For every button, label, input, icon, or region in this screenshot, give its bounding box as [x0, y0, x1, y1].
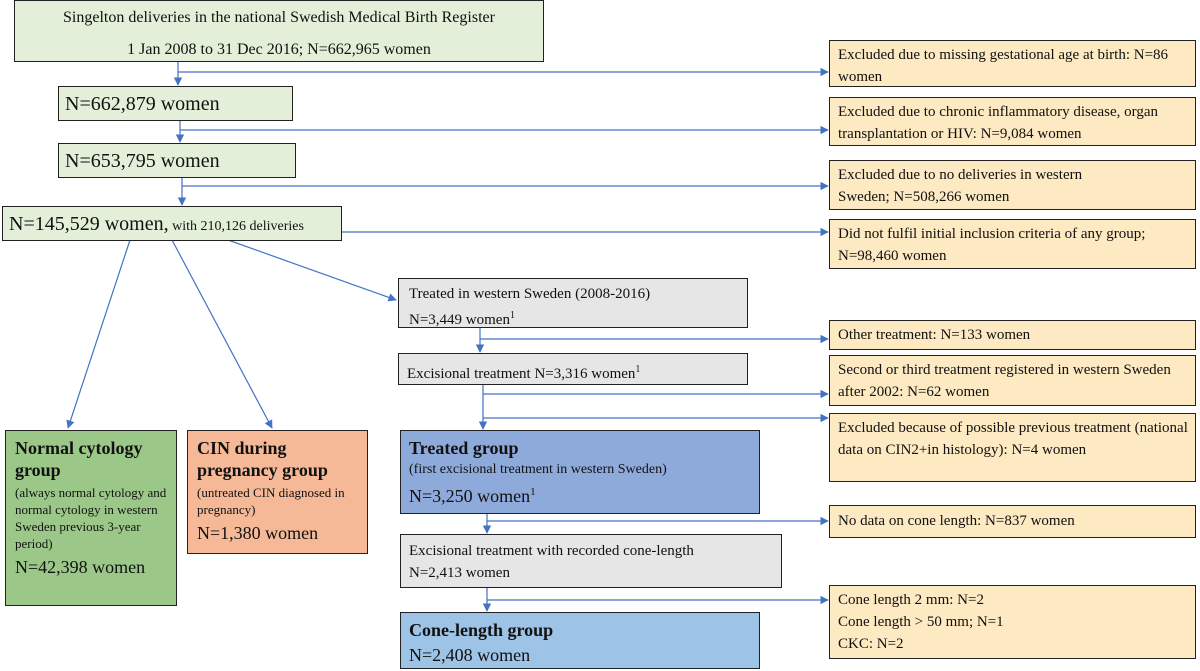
normal-group-count: N=42,398 women — [15, 557, 146, 577]
start-line2: 1 Jan 2008 to 31 Dec 2016; N=662,965 wom… — [127, 41, 431, 58]
ex9-line3: CKC: N=2 — [838, 636, 904, 652]
cone-group-count: N=2,408 women — [409, 645, 531, 665]
treated-box: Treated in western Sweden (2008-2016) N=… — [398, 278, 748, 328]
normal-group-title: Normal cytology group — [15, 438, 143, 480]
normal-cytology-group-box: Normal cytology group (always normal cyt… — [5, 430, 177, 606]
step2-box: N=653,795 women — [58, 143, 296, 178]
ex9-line1: Cone length 2 mm: N=2 — [838, 592, 984, 608]
cone-recorded-line1: Excisional treatment with recorded cone-… — [409, 543, 694, 559]
step1-box: N=662,879 women — [58, 86, 293, 121]
cin-group-count: N=1,380 women — [197, 523, 319, 543]
arrow-to-treated — [227, 239, 397, 302]
exclusion-previous-treatment: Excluded because of possible previous tr… — [829, 413, 1196, 482]
exclusion-no-western-deliveries: Excluded due to no deliveries in western… — [829, 160, 1196, 210]
treated-group-subtitle: (first excisional treatment in western S… — [409, 462, 667, 477]
step3-box: N=145,529 women, with 210,126 deliveries — [2, 206, 342, 241]
exclusion-no-cone-length: No data on cone length: N=837 women — [829, 505, 1196, 538]
normal-group-desc: (always normal cytology and normal cytol… — [15, 485, 167, 551]
treated-group-title: Treated group — [409, 438, 519, 458]
excisional-box: Excisional treatment N=3,316 women1 — [398, 353, 748, 385]
exclusion-missing-gestational-age: Excluded due to missing gestational age … — [829, 40, 1196, 87]
treated-line2: N=3,449 women1 — [409, 310, 515, 328]
arrow-to-cin-group — [171, 239, 273, 429]
cin-group-desc: (untreated CIN diagnosed in pregnancy) — [197, 485, 345, 517]
step3-count: N=145,529 women, — [9, 213, 169, 235]
exclusion-cone-length-outliers: Cone length 2 mm: N=2 Cone length > 50 m… — [829, 585, 1196, 659]
exclusion-chronic-disease: Excluded due to chronic inflammatory dis… — [829, 97, 1196, 146]
ex9-line2: Cone length > 50 mm; N=1 — [838, 614, 1004, 630]
step2-count: N=653,795 women — [65, 150, 220, 172]
cin-group-title: CIN during pregnancy group — [197, 438, 328, 480]
treated-line1: Treated in western Sweden (2008-2016) — [409, 286, 651, 302]
cone-recorded-line2: N=2,413 women — [409, 565, 510, 581]
step3-deliveries: with 210,126 deliveries — [168, 219, 304, 234]
exclusion-not-fulfil-criteria: Did not fulfil initial inclusion criteri… — [829, 219, 1196, 269]
treated-group-count: N=3,250 women1 — [409, 486, 536, 506]
exclusion-second-third-treatment: Second or third treatment registered in … — [829, 355, 1196, 406]
cone-recorded-box: Excisional treatment with recorded cone-… — [400, 534, 782, 588]
cin-pregnancy-group-box: CIN during pregnancy group (untreated CI… — [187, 430, 368, 554]
excisional-text: Excisional treatment N=3,316 women1 — [407, 364, 641, 382]
arrow-to-normal-group — [66, 239, 131, 429]
cone-group-box: Cone-length group N=2,408 women — [400, 612, 760, 669]
start-line1: Singelton deliveries in the national Swe… — [63, 9, 495, 26]
cone-group-title: Cone-length group — [409, 620, 554, 640]
exclusion-other-treatment: Other treatment: N=133 women — [829, 320, 1196, 350]
treated-group-box: Treated group (first excisional treatmen… — [400, 430, 760, 514]
step1-count: N=662,879 women — [65, 93, 220, 115]
start-box: Singelton deliveries in the national Swe… — [14, 0, 544, 62]
